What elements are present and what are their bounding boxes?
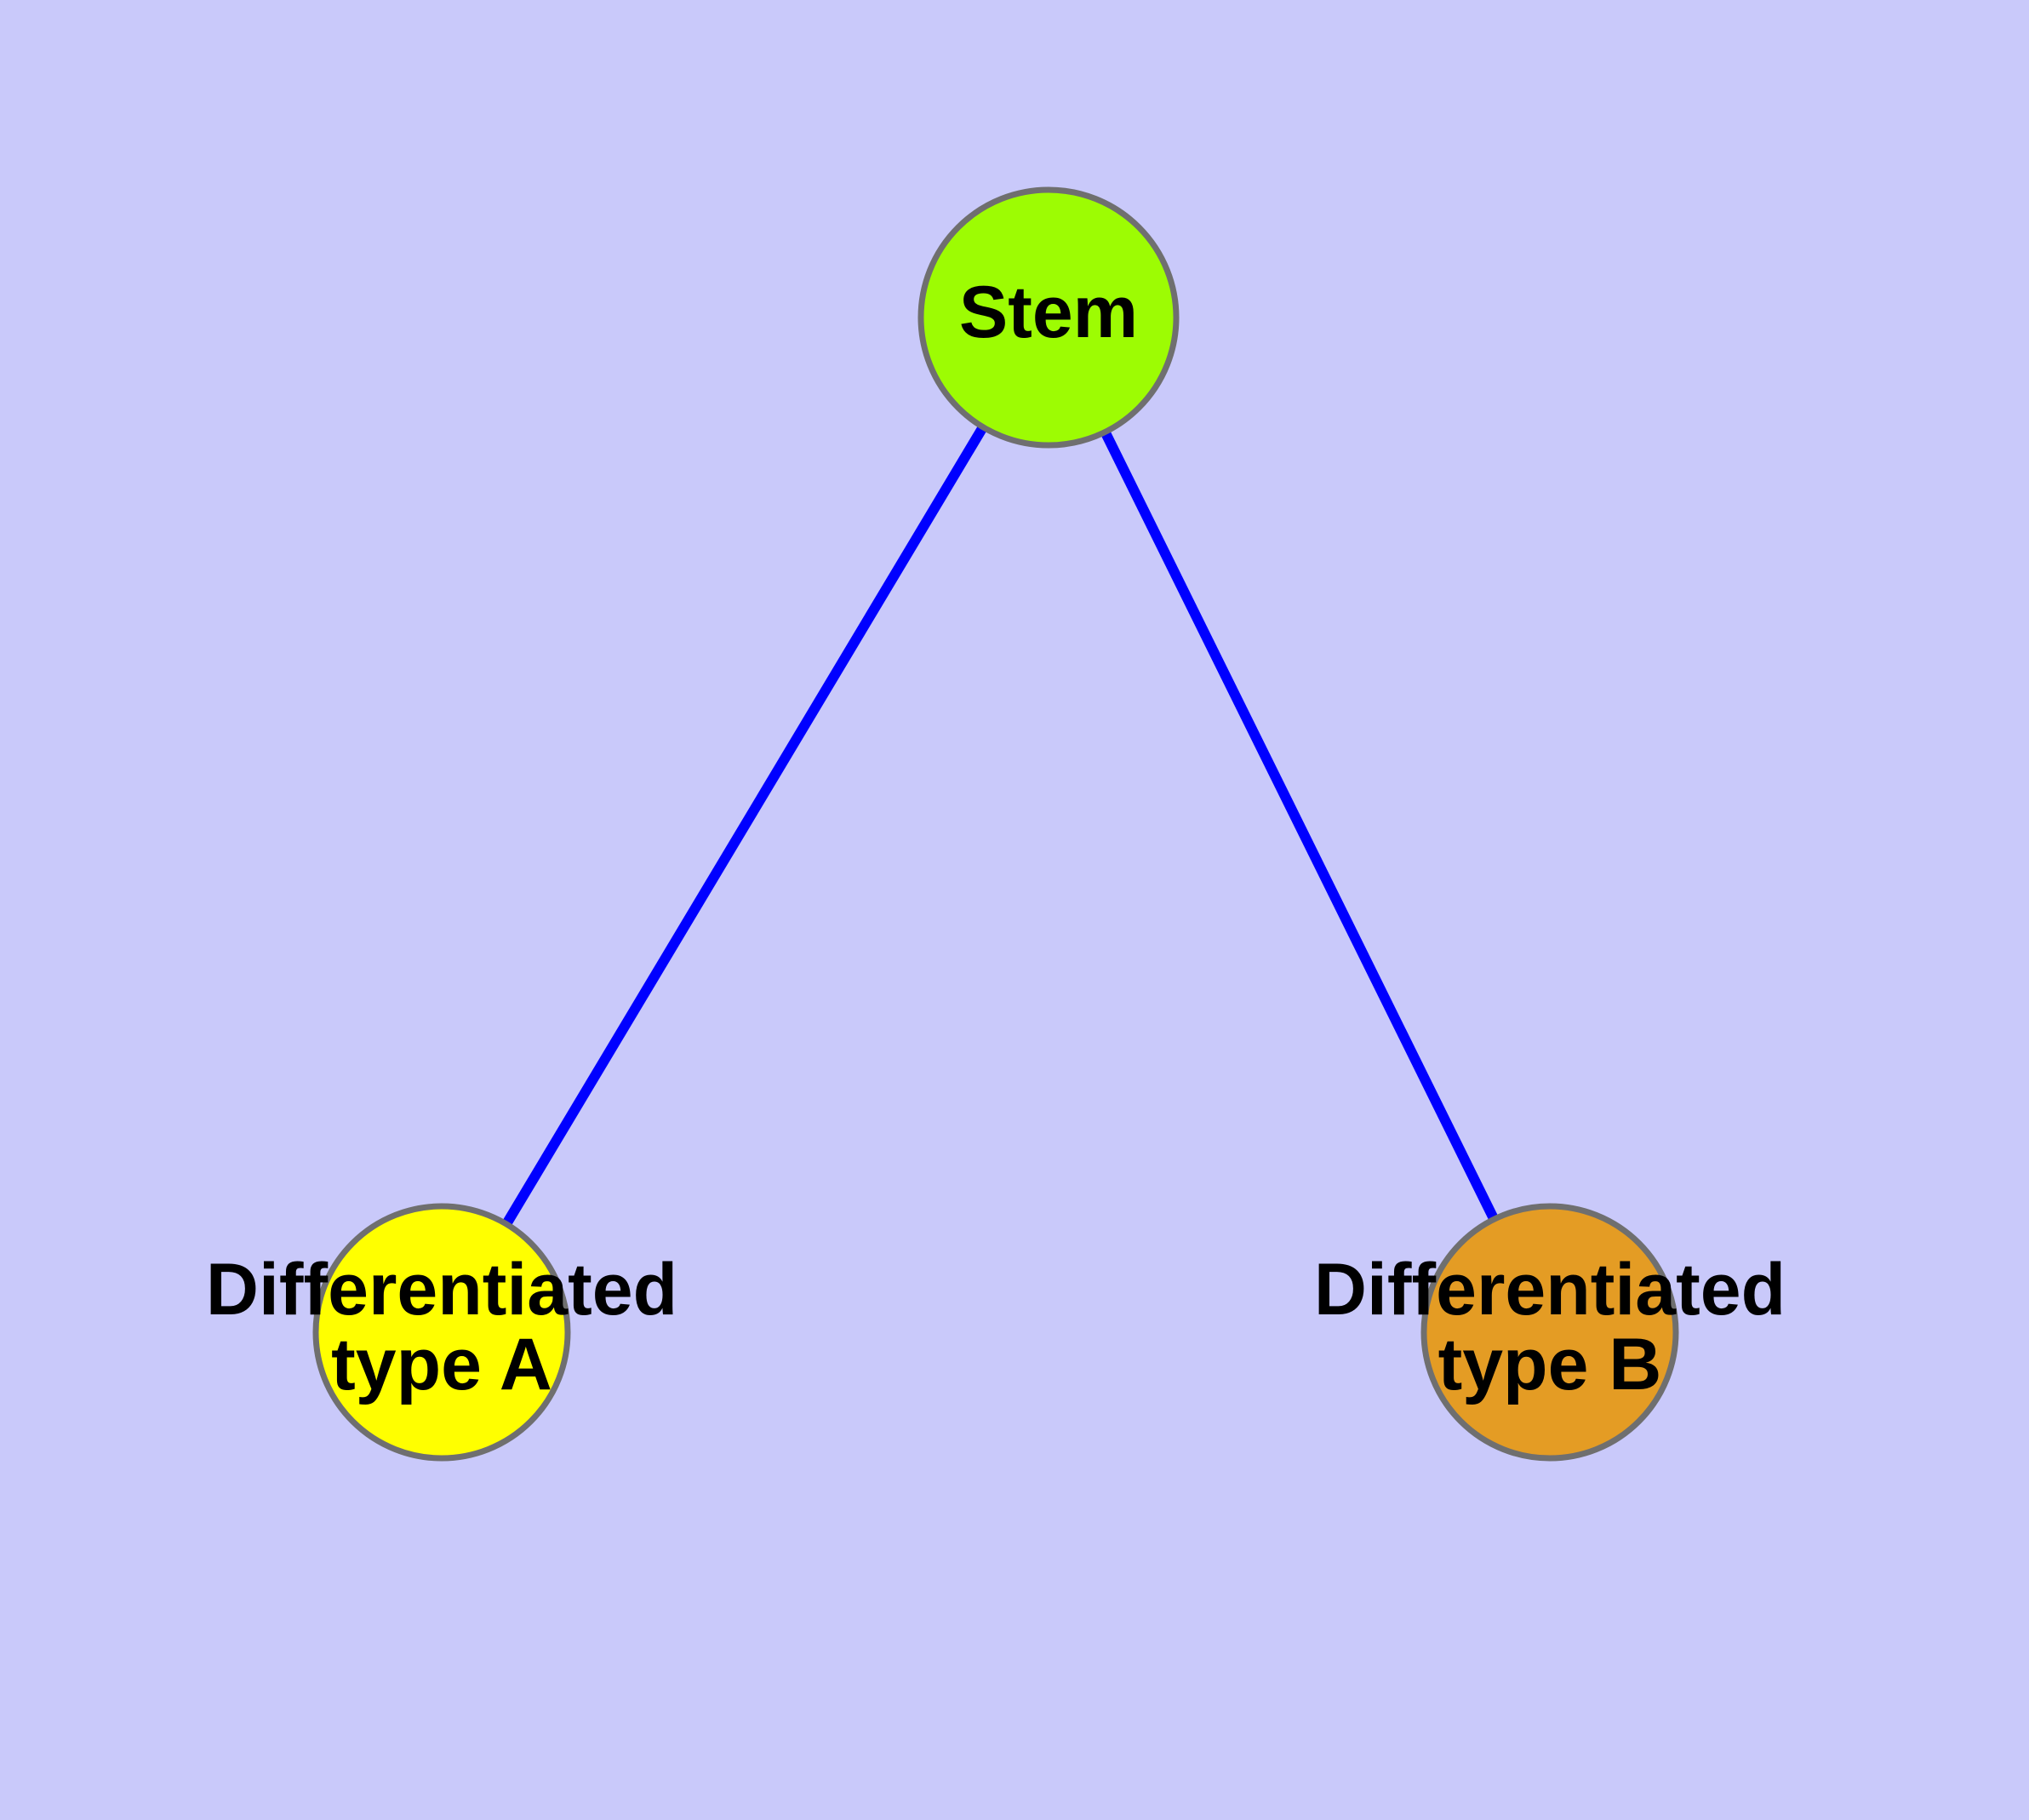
graph-edge-stem-diff_b	[1100, 428, 1500, 1223]
nodes-layer	[312, 186, 1679, 1462]
graph-node-label-line: Differentiated	[1314, 1249, 1786, 1331]
graph-node-label-line: Differentiated	[206, 1249, 677, 1331]
graph-node-label-line: Stem	[959, 272, 1138, 353]
graph-node-label-line: type A	[331, 1324, 552, 1405]
graph-edge-stem-diff_a	[500, 422, 989, 1228]
edges-layer	[500, 422, 1500, 1228]
graph-node-label-stem: Stem	[959, 272, 1138, 353]
graph-node-diff_b[interactable]	[1420, 1203, 1679, 1462]
graph-node-diff_a[interactable]	[312, 1203, 571, 1462]
graph-node-label-line: type B	[1438, 1324, 1662, 1405]
graph-node-stem[interactable]	[917, 186, 1180, 449]
